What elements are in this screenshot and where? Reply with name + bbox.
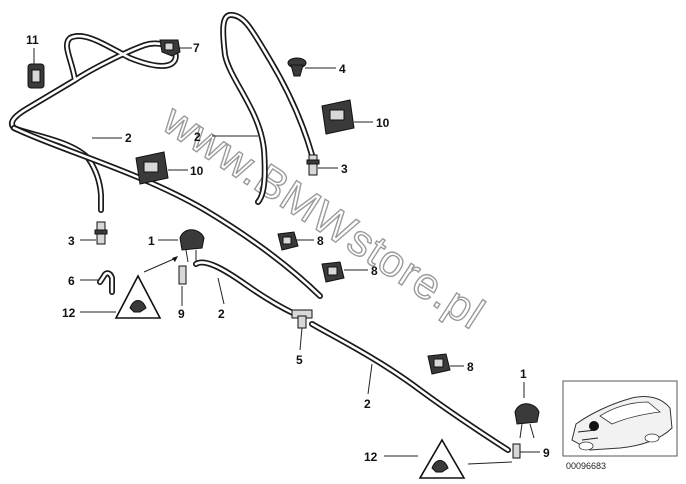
- callout-10-lower: 10: [190, 164, 204, 178]
- watermark: www.BMWstore.pl: [153, 94, 494, 340]
- callout-10-upper: 10: [376, 116, 390, 130]
- callout-12-left: 12: [62, 306, 76, 320]
- washer-nozzle-part-1-left: [179, 229, 205, 263]
- clip-part-8-c: [427, 353, 451, 375]
- callout-12-right: 12: [364, 450, 378, 464]
- callout-2-upper: 2: [194, 130, 201, 144]
- valve-part-9-left: [178, 265, 187, 285]
- callout-9-left: 9: [178, 307, 185, 321]
- reference-number: 00096683: [566, 461, 606, 471]
- callout-8-a: 8: [317, 234, 324, 248]
- clip-part-7: [159, 39, 181, 57]
- callout-3-upper: 3: [341, 162, 348, 176]
- hose-left-loop: [9, 33, 323, 299]
- valve-part-9-right: [512, 443, 521, 459]
- callout-8-c: 8: [467, 360, 474, 374]
- holder-part-10-lower: [135, 151, 169, 185]
- callout-2-short: 2: [218, 307, 225, 321]
- callout-11: 11: [26, 33, 39, 47]
- clip-part-8-a: [277, 231, 299, 251]
- clip-part-8-b: [321, 261, 345, 283]
- callout-9-right: 9: [543, 446, 550, 460]
- callout-7: 7: [193, 41, 200, 55]
- callout-2-left: 2: [125, 131, 132, 145]
- hose-lower: [309, 321, 511, 453]
- connector-part-3-upper: [306, 154, 320, 176]
- warning-sticker-part-12-left: [114, 274, 162, 319]
- callout-1-left: 1: [148, 234, 155, 248]
- washer-nozzle-part-1-right: [514, 403, 540, 439]
- callout-2-lower: 2: [364, 397, 371, 411]
- t-piece-part-5: [291, 309, 313, 329]
- watermark-text: www.BMWstore.pl: [154, 95, 493, 339]
- callout-5: 5: [296, 353, 303, 367]
- hose-short: [193, 259, 298, 317]
- grommet-part-4: [287, 57, 307, 77]
- elbow-part-6: [97, 270, 115, 295]
- callout-4: 4: [339, 62, 346, 76]
- callout-1-right: 1: [520, 367, 527, 381]
- connector-part-3-lower: [94, 221, 108, 245]
- warning-sticker-part-12-right: [418, 438, 466, 479]
- callout-6: 6: [68, 274, 75, 288]
- car-locator-inset: 00096683: [562, 380, 678, 471]
- callout-3-lower: 3: [68, 234, 75, 248]
- leader-lines: [33, 47, 540, 465]
- holder-part-10-upper: [321, 99, 355, 135]
- clip-part-11: [27, 63, 45, 89]
- hose-upper-middle: [220, 12, 315, 205]
- callout-8-b: 8: [371, 264, 378, 278]
- callout-numbers: 11 7 4 2 2 10 10 3 3 1 8 8 6 12 9 2 5 8 …: [26, 33, 550, 464]
